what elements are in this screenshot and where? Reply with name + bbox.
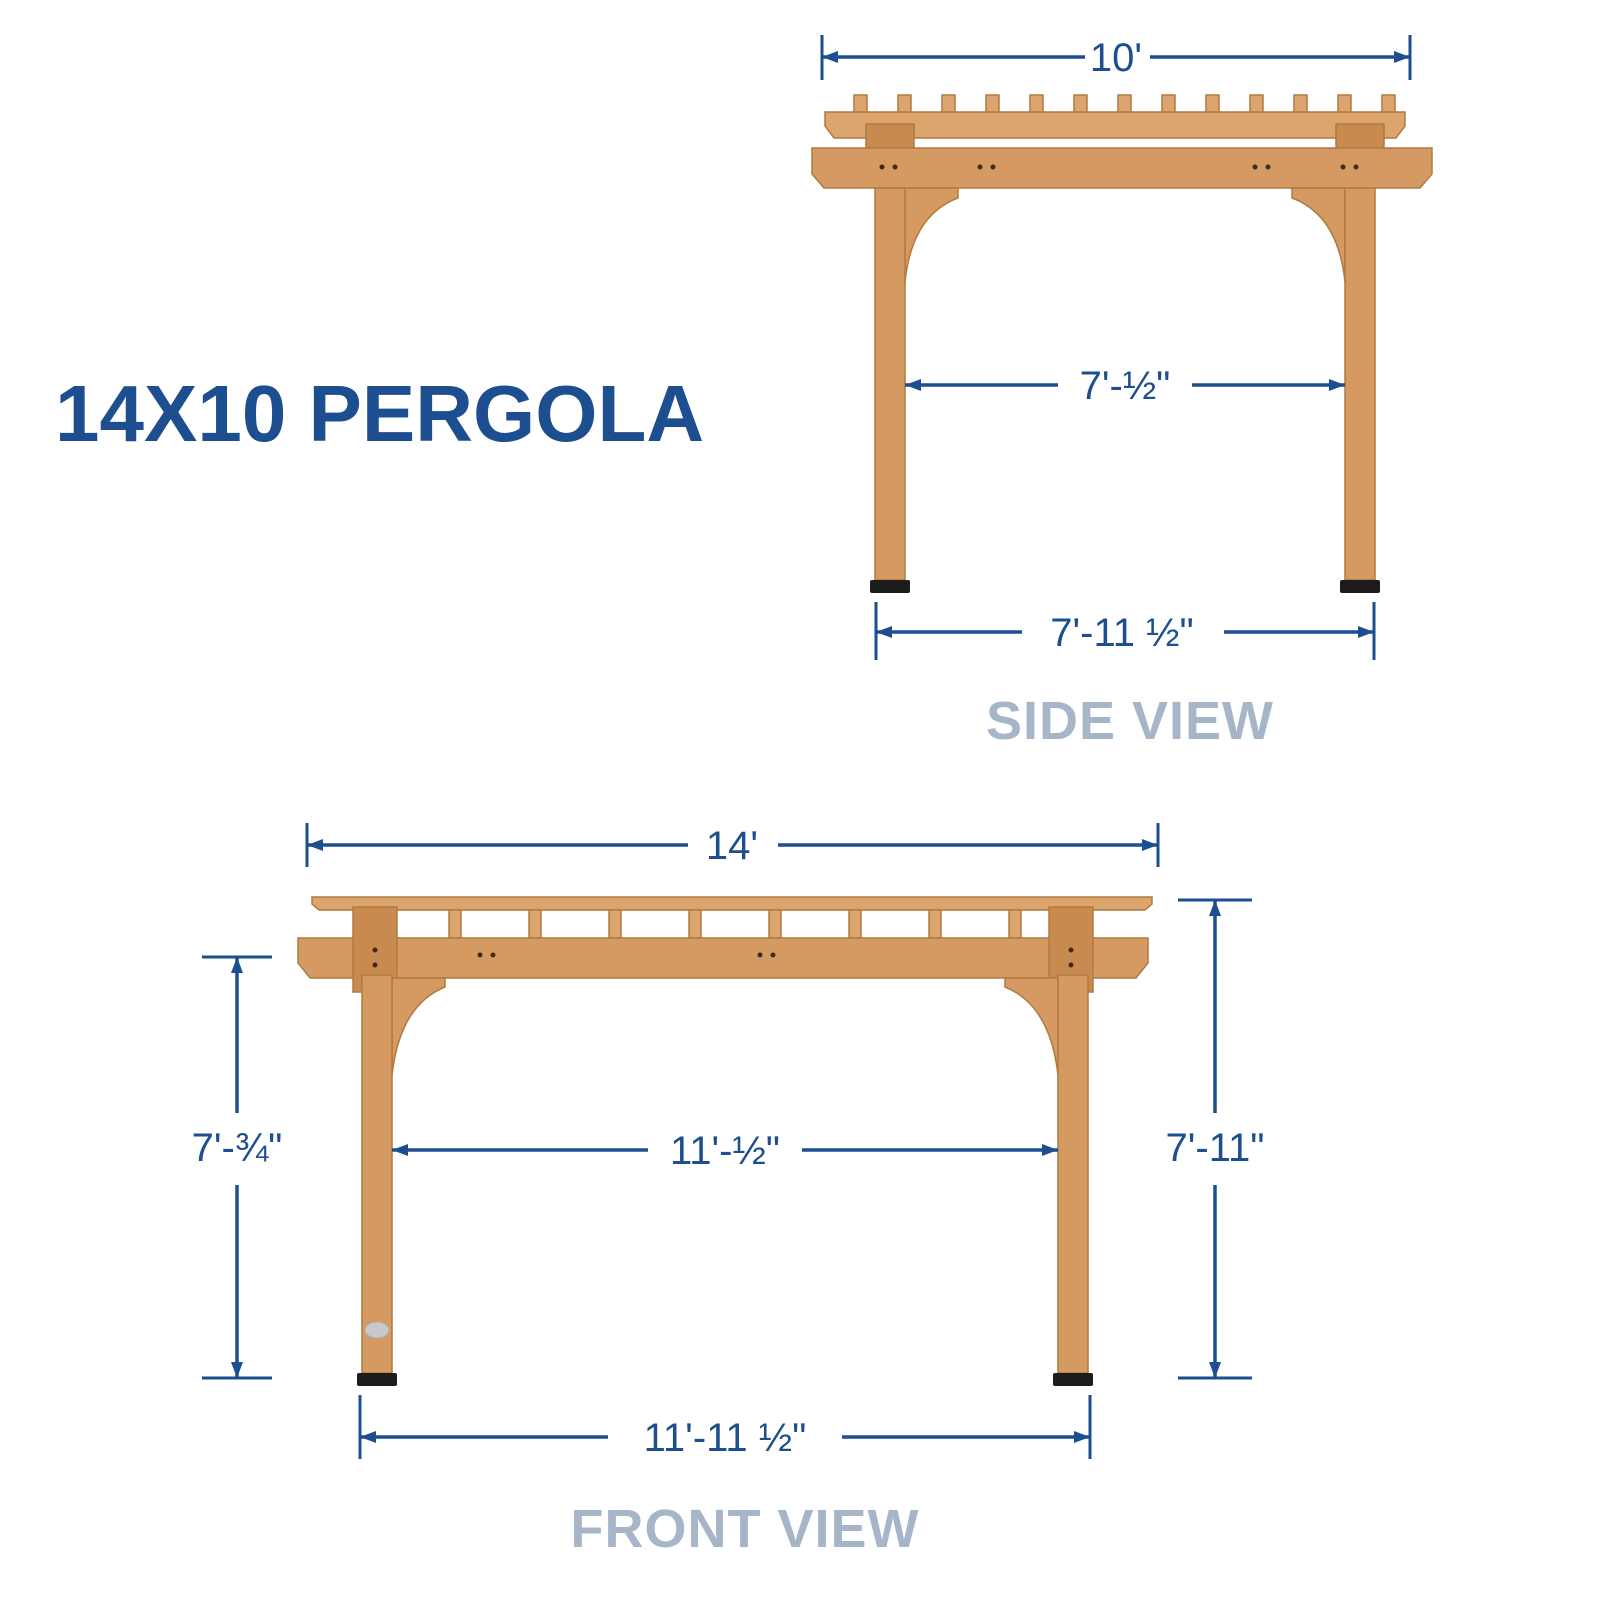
- front-dim-base-width: 11'-11 ½": [358, 1395, 1092, 1460]
- front-roof-slats: [448, 909, 1022, 939]
- side-brace-left: [904, 187, 959, 283]
- side-dim-base-width: 7'-11 ½": [874, 602, 1376, 660]
- side-pergola-structure: [811, 94, 1433, 593]
- side-view-label: SIDE VIEW: [985, 691, 1275, 751]
- side-foot-right: [1340, 580, 1380, 593]
- front-dim-top-width-text: 14': [706, 824, 758, 868]
- side-post-left: [874, 187, 906, 581]
- side-header-beam: [811, 147, 1433, 189]
- front-post-left: [361, 974, 393, 1374]
- front-view-diagram: 14' 7'-¾" 11'-½" 7'-11": [192, 823, 1265, 1460]
- front-bolt-details: [372, 947, 1074, 968]
- front-dim-base-width-text: 11'-11 ½": [644, 1416, 807, 1460]
- front-top-slat: [311, 896, 1153, 911]
- brand-badge: [364, 1321, 390, 1339]
- side-dim-top-width-text: 10': [1090, 36, 1142, 80]
- front-pergola-structure: [297, 896, 1153, 1386]
- side-view-diagram: 10' 7'-½" 7'-11 ½": [811, 35, 1433, 660]
- side-brace-right: [1291, 187, 1346, 283]
- side-post-right: [1344, 187, 1376, 581]
- front-dim-right-height-text: 7'-11": [1166, 1126, 1265, 1170]
- front-foot-right: [1053, 1373, 1093, 1386]
- side-rafter-board: [824, 111, 1406, 139]
- side-dim-top-width: 10': [820, 35, 1412, 80]
- side-dim-post-spacing: 7'-½": [905, 364, 1345, 408]
- side-dim-post-spacing-text: 7'-½": [1080, 364, 1171, 408]
- front-dim-left-height: 7'-¾": [192, 955, 283, 1380]
- front-foot-left: [357, 1373, 397, 1386]
- front-dim-post-spacing: 11'-½": [392, 1129, 1058, 1173]
- side-dim-base-width-text: 7'-11 ½": [1050, 611, 1193, 655]
- front-dim-post-spacing-text: 11'-½": [670, 1129, 780, 1173]
- front-dim-right-height: 7'-11": [1166, 898, 1265, 1380]
- page-title: 14X10 PERGOLA: [55, 369, 705, 458]
- front-view-label: FRONT VIEW: [570, 1499, 920, 1559]
- front-header-beam: [297, 937, 1149, 979]
- front-dim-top-width: 14': [305, 823, 1160, 868]
- front-dim-left-height-text: 7'-¾": [192, 1126, 283, 1170]
- side-foot-left: [870, 580, 910, 593]
- front-brace-left: [391, 977, 446, 1076]
- side-bolt-details: [879, 164, 1359, 170]
- front-post-right: [1057, 974, 1089, 1374]
- front-brace-right: [1004, 977, 1059, 1076]
